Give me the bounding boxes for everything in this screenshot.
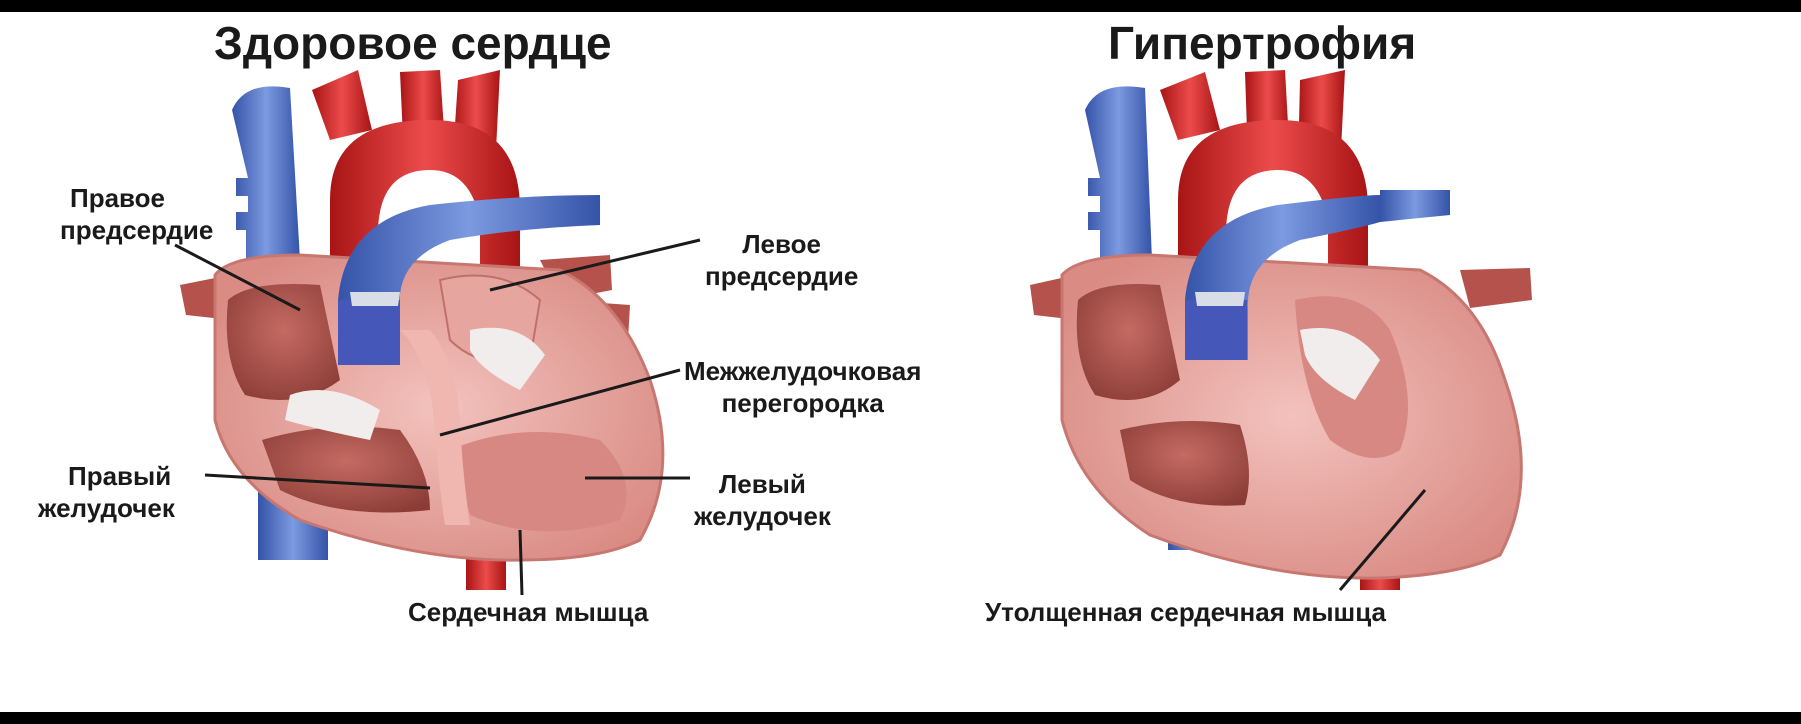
label-left-ventricle-line1: Левый	[694, 468, 831, 500]
label-septum-line1: Межжелудочковая	[684, 355, 921, 387]
superior-vena-cava	[232, 86, 300, 260]
label-left-atrium-line2: предсердие	[705, 260, 858, 292]
label-thick-heart-muscle: Утолщенная сердечная мышца	[985, 596, 1386, 628]
label-right-ventricle-line1: Правый	[38, 460, 175, 492]
hyp-carotid-artery	[1160, 72, 1220, 140]
label-right-ventricle-line2: желудочек	[38, 492, 175, 524]
healthy-title: Здоровое сердце	[214, 16, 612, 70]
label-left-ventricle-line2: желудочек	[694, 500, 831, 532]
label-right-atrium-line2: предсердие	[60, 214, 213, 246]
hypertrophy-title: Гипертрофия	[1108, 16, 1416, 70]
label-septum-line2: перегородка	[684, 387, 921, 419]
healthy-heart	[180, 70, 663, 590]
label-heart-muscle: Сердечная мышца	[408, 596, 648, 628]
hyp-superior-vena-cava	[1085, 86, 1152, 260]
hyp-pulmonary-trunk	[1185, 300, 1247, 360]
hyp-pulmonary-valve	[1195, 292, 1245, 306]
left-ventricle-chamber	[450, 432, 627, 531]
label-right-atrium-line1: Правое	[60, 182, 213, 214]
hyp-pulmonary-vein-right	[1460, 268, 1532, 308]
label-left-atrium: Левое предсердие	[705, 228, 858, 292]
leader-muscle	[520, 530, 522, 595]
carotid-artery	[312, 70, 372, 140]
label-right-atrium: Правое предсердие	[60, 182, 213, 246]
hypertrophy-heart	[1030, 70, 1532, 590]
label-left-atrium-line1: Левое	[705, 228, 858, 260]
label-septum: Межжелудочковая перегородка	[684, 355, 921, 419]
label-right-ventricle: Правый желудочек	[38, 460, 175, 524]
pulmonary-valve	[350, 292, 400, 306]
hyp-pulmonary-branch	[1380, 190, 1450, 222]
label-left-ventricle: Левый желудочек	[694, 468, 831, 532]
pulmonary-trunk	[338, 300, 400, 365]
